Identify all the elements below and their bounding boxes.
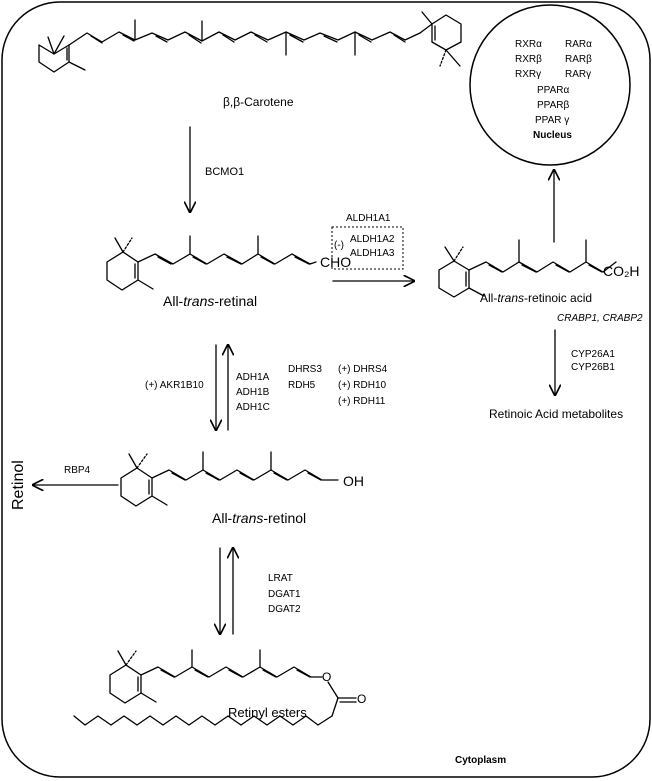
enzyme-adh1b: ADH1B (236, 387, 270, 398)
retinal-structure (106, 235, 317, 291)
carotene-label: β,β-Carotene (223, 95, 294, 109)
retinyl-esters-label: Retinyl esters (228, 705, 307, 720)
enzyme-cyp26a1: CYP26A1 (571, 349, 615, 360)
enzyme-lrat: LRAT (268, 573, 293, 584)
enzyme-bcmo1: BCMO1 (205, 166, 245, 178)
retinol-label-italic: trans (232, 510, 264, 526)
retinoic-label-prefix: All- (480, 291, 498, 305)
ester-oxygen: O (322, 670, 332, 684)
receptor-rar-alpha: RARα (565, 39, 592, 50)
enzyme-crabp: CRABP1, CRABP2 (557, 313, 643, 324)
enzyme-aldh1a2: ALDH1A2 (350, 234, 395, 245)
retinol-side-label: Retinol (10, 460, 27, 510)
receptor-rxr-gamma: RXRγ (515, 69, 542, 80)
retinyl-ester-structure (73, 649, 357, 726)
receptor-ppar-alpha: PPARα (537, 85, 570, 96)
retinol-structure (120, 451, 339, 507)
protein-rbp4: RBP4 (64, 465, 91, 476)
receptor-rxr-beta: RXRβ (515, 54, 542, 65)
retinal-cho-group: CHO (320, 254, 352, 270)
receptor-rxr-alpha: RXRα (515, 39, 542, 50)
retinoic-label-italic: trans (497, 291, 525, 305)
retinal-label: All-trans-retinal (163, 294, 257, 308)
enzyme-adh1a: ADH1A (236, 372, 270, 383)
aldh-inhibition-sign: (-) (334, 240, 344, 251)
retinoic-acid-label: All-trans-retinoic acid (480, 292, 592, 304)
retinoic-acid-co2h-group: CO₂H (603, 263, 640, 279)
retinol-label: All-trans-retinol (212, 511, 306, 525)
enzyme-cyp26b1: CYP26B1 (571, 362, 615, 373)
receptor-rar-gamma: RARγ (565, 69, 592, 80)
enzyme-dgat1: DGAT1 (268, 589, 301, 600)
receptor-ppar-gamma: PPAR γ (535, 115, 570, 126)
enzyme-dgat2: DGAT2 (268, 604, 301, 615)
enzyme-rdh11: (+) RDH11 (338, 396, 386, 407)
metabolites-label: Retinoic Acid metabolites (489, 407, 624, 421)
enzyme-rdh10: (+) RDH10 (338, 380, 387, 391)
nucleus-circle (469, 4, 631, 166)
receptor-ppar-beta: PPARβ (537, 100, 570, 111)
enzyme-aldh1a3: ALDH1A3 (350, 248, 395, 259)
enzyme-akr1b10: (+) AKR1B10 (145, 380, 204, 391)
ester-carbonyl-oxygen: O (357, 692, 367, 706)
receptor-rar-beta: RARβ (565, 54, 592, 65)
enzyme-adh1c: ADH1C (236, 402, 270, 413)
retinol-label-suffix: -retinol (263, 510, 307, 526)
nucleus-label: Nucleus (533, 130, 572, 141)
retinal-label-italic: trans (183, 293, 215, 309)
retinal-label-suffix: -retinal (214, 293, 258, 309)
retinoic-acid-structure (438, 239, 617, 298)
aldh-dotted-box (331, 226, 404, 270)
retinal-label-prefix: All- (163, 293, 184, 309)
cytoplasm-label: Cytoplasm (455, 755, 507, 766)
carotene-structure (38, 11, 462, 73)
enzyme-dhrs3: DHRS3 (288, 364, 322, 375)
enzyme-rdh5: RDH5 (288, 380, 316, 391)
enzyme-aldh1a1: ALDH1A1 (346, 213, 391, 224)
retinoic-label-suffix: -retinoic acid (524, 291, 593, 305)
enzyme-dhrs4: (+) DHRS4 (338, 364, 388, 375)
retinol-oh-group: OH (343, 473, 364, 489)
retinol-label-prefix: All- (212, 510, 233, 526)
